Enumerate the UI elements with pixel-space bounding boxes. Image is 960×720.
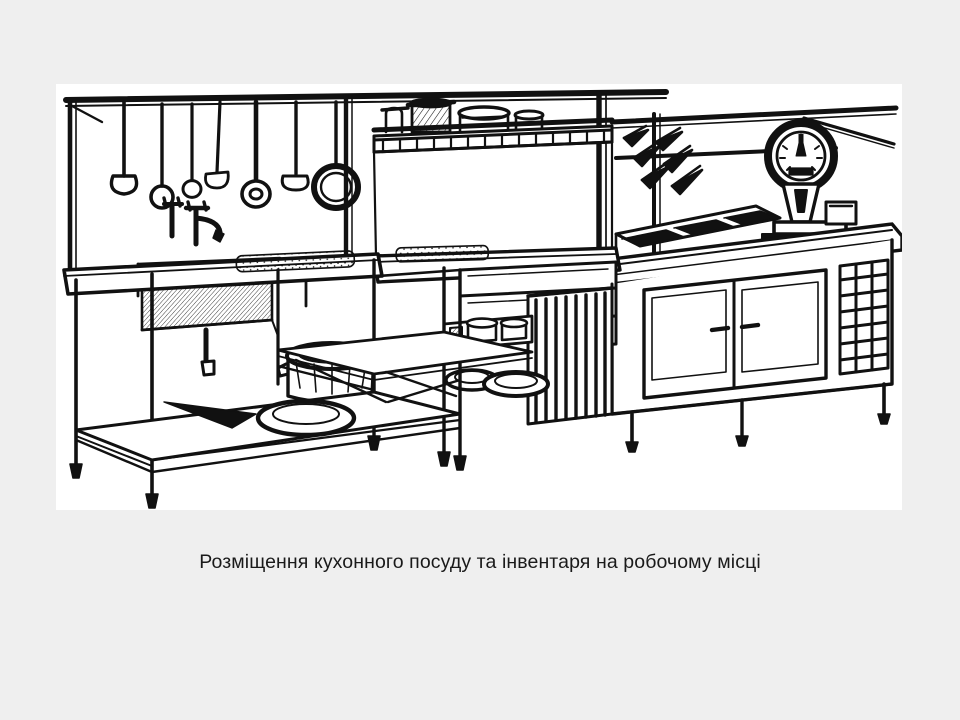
bottle-rack bbox=[838, 258, 890, 376]
faucet bbox=[162, 196, 225, 247]
wall-shelf-pots bbox=[371, 97, 615, 262]
hanging-ladles bbox=[109, 99, 361, 211]
illustration-svg bbox=[56, 84, 902, 510]
shelf-hook-strip bbox=[372, 128, 614, 154]
lower-shelf-bowl bbox=[255, 398, 357, 438]
tray-slots bbox=[526, 282, 614, 426]
slide-caption: Розміщення кухонного посуду та інвентаря… bbox=[199, 551, 761, 573]
floor-rails bbox=[74, 426, 462, 474]
dial-scale bbox=[761, 116, 896, 245]
kitchen-workstation-illustration bbox=[56, 84, 902, 510]
cabinet-doors[interactable] bbox=[642, 268, 828, 400]
cutting-boards bbox=[614, 204, 782, 250]
